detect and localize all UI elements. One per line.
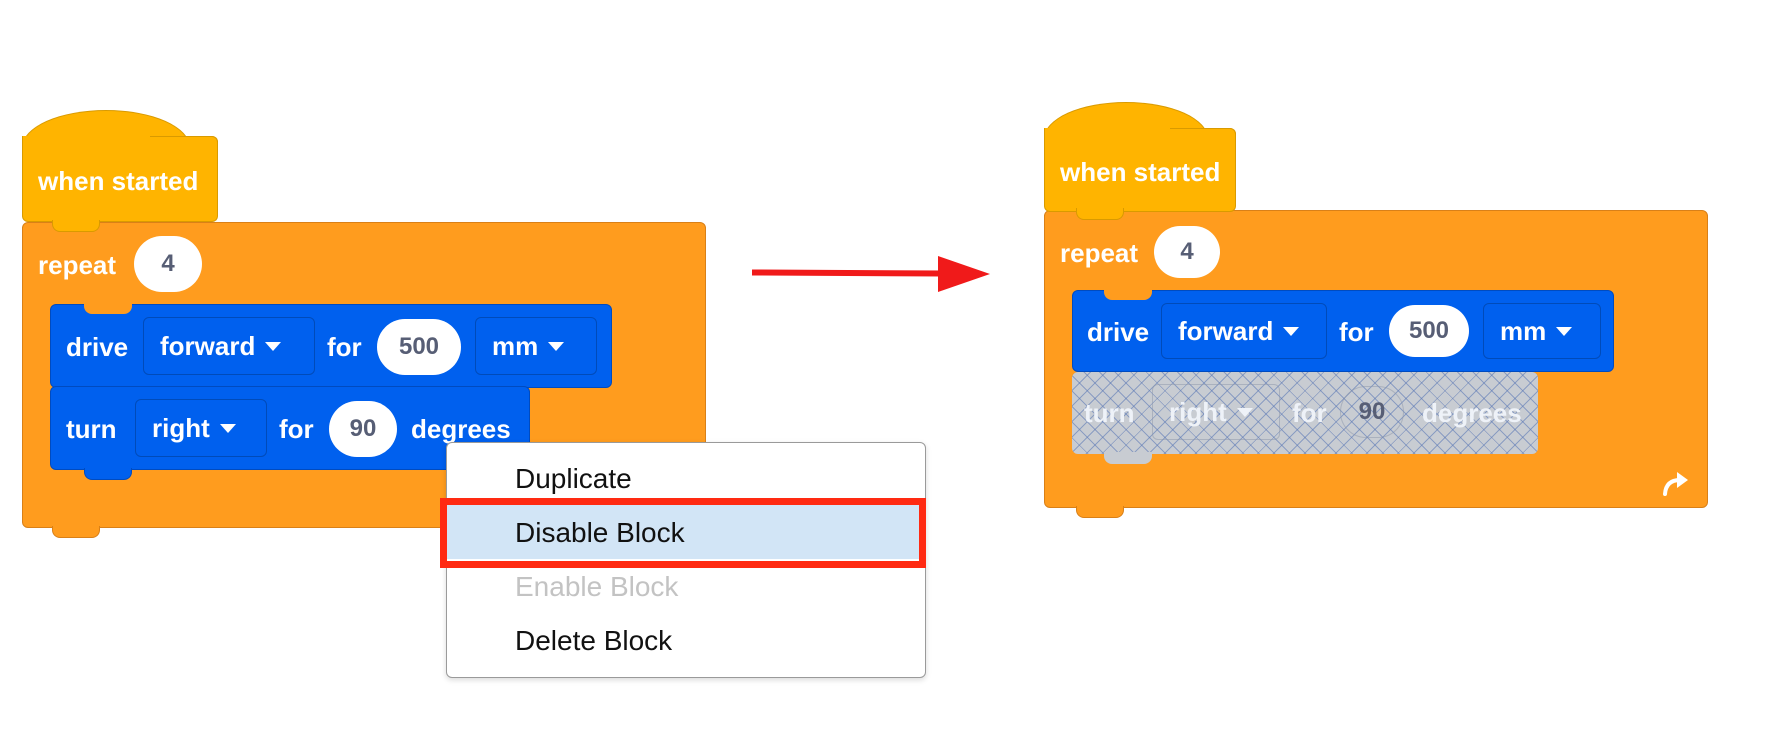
context-menu-item-label: Disable Block (515, 517, 685, 548)
left-turn-direction-dropdown[interactable]: right (135, 399, 267, 457)
right-drive-unit-value: mm (1500, 316, 1547, 346)
right-turn-direction-value: right (1169, 397, 1227, 427)
left-repeat-count-value: 4 (161, 250, 175, 277)
chevron-down-icon (1236, 407, 1253, 417)
context-menu-item-duplicate[interactable]: Duplicate (447, 451, 925, 501)
left-turn-label: turn (66, 414, 117, 444)
right-repeat-label: repeat (1060, 238, 1139, 268)
chevron-down-icon (1556, 326, 1573, 336)
left-repeat-label: repeat (38, 250, 117, 280)
left-hat-block[interactable] (22, 136, 218, 222)
right-drive-block[interactable]: drive forward for 500 mm (1072, 290, 1614, 372)
right-turn-label: turn (1084, 398, 1135, 428)
chevron-down-icon (1283, 326, 1300, 336)
context-menu-item-label: Duplicate (515, 463, 632, 494)
right-drive-label: drive (1087, 317, 1150, 347)
right-repeat-count-input[interactable]: 4 (1154, 226, 1220, 278)
left-repeat-bottom-notch (52, 526, 100, 538)
context-menu-item-label: Delete Block (515, 625, 673, 656)
left-turn-for-label: for (279, 414, 314, 444)
chevron-down-icon (548, 341, 565, 351)
left-repeat-count-input[interactable]: 4 (134, 236, 202, 292)
left-turn-angle-value: 90 (349, 415, 377, 442)
left-turn-unit-label: degrees (411, 414, 511, 444)
chevron-down-icon (265, 341, 282, 351)
right-drive-distance-input[interactable]: 500 (1389, 305, 1469, 357)
left-drive-block[interactable]: drive forward for 500 mm (50, 304, 612, 388)
left-turn-angle-input[interactable]: 90 (329, 401, 397, 457)
right-turn-direction-dropdown[interactable]: right (1152, 384, 1280, 440)
right-drive-direction-dropdown[interactable]: forward (1161, 303, 1327, 359)
right-turn-unit-label: degrees (1422, 398, 1522, 428)
context-menu-item-disable-block[interactable]: Disable Block (447, 505, 925, 559)
right-hat-block[interactable] (1044, 128, 1236, 212)
context-menu-item-delete-block[interactable]: Delete Block (447, 613, 925, 665)
context-menu-item-label: Enable Block (515, 571, 679, 602)
right-drive-direction-value: forward (1178, 316, 1274, 346)
right-drive-distance-value: 500 (1408, 317, 1450, 344)
left-drive-unit-dropdown[interactable]: mm (475, 317, 597, 375)
highlight-annotation-box (440, 498, 926, 568)
right-repeat-bottom-notch (1076, 506, 1124, 518)
right-drive-unit-dropdown[interactable]: mm (1483, 303, 1601, 359)
right-turn-for-label: for (1292, 398, 1327, 428)
right-turn-block-disabled[interactable]: turn right for 90 degrees (1072, 372, 1538, 454)
right-drive-for-label: for (1339, 317, 1374, 347)
left-hat-label: when started (38, 166, 199, 196)
chevron-down-icon (219, 423, 236, 433)
left-drive-label: drive (66, 332, 129, 362)
left-drive-unit-value: mm (492, 331, 539, 361)
context-menu: Duplicate Disable Block Enable Block Del… (446, 442, 926, 678)
left-drive-direction-dropdown[interactable]: forward (143, 317, 315, 375)
loop-arrow-icon (1660, 466, 1694, 500)
left-drive-distance-input[interactable]: 500 (377, 319, 461, 375)
left-drive-direction-value: forward (160, 331, 256, 361)
left-drive-distance-value: 500 (398, 333, 440, 360)
left-turn-direction-value: right (152, 413, 210, 443)
right-repeat-count-value: 4 (1180, 238, 1194, 265)
right-hat-label: when started (1060, 157, 1221, 187)
context-menu-item-enable-block: Enable Block (447, 559, 925, 611)
left-drive-for-label: for (327, 332, 362, 362)
right-turn-angle-input[interactable]: 90 (1340, 386, 1404, 438)
right-turn-angle-value: 90 (1358, 398, 1386, 425)
